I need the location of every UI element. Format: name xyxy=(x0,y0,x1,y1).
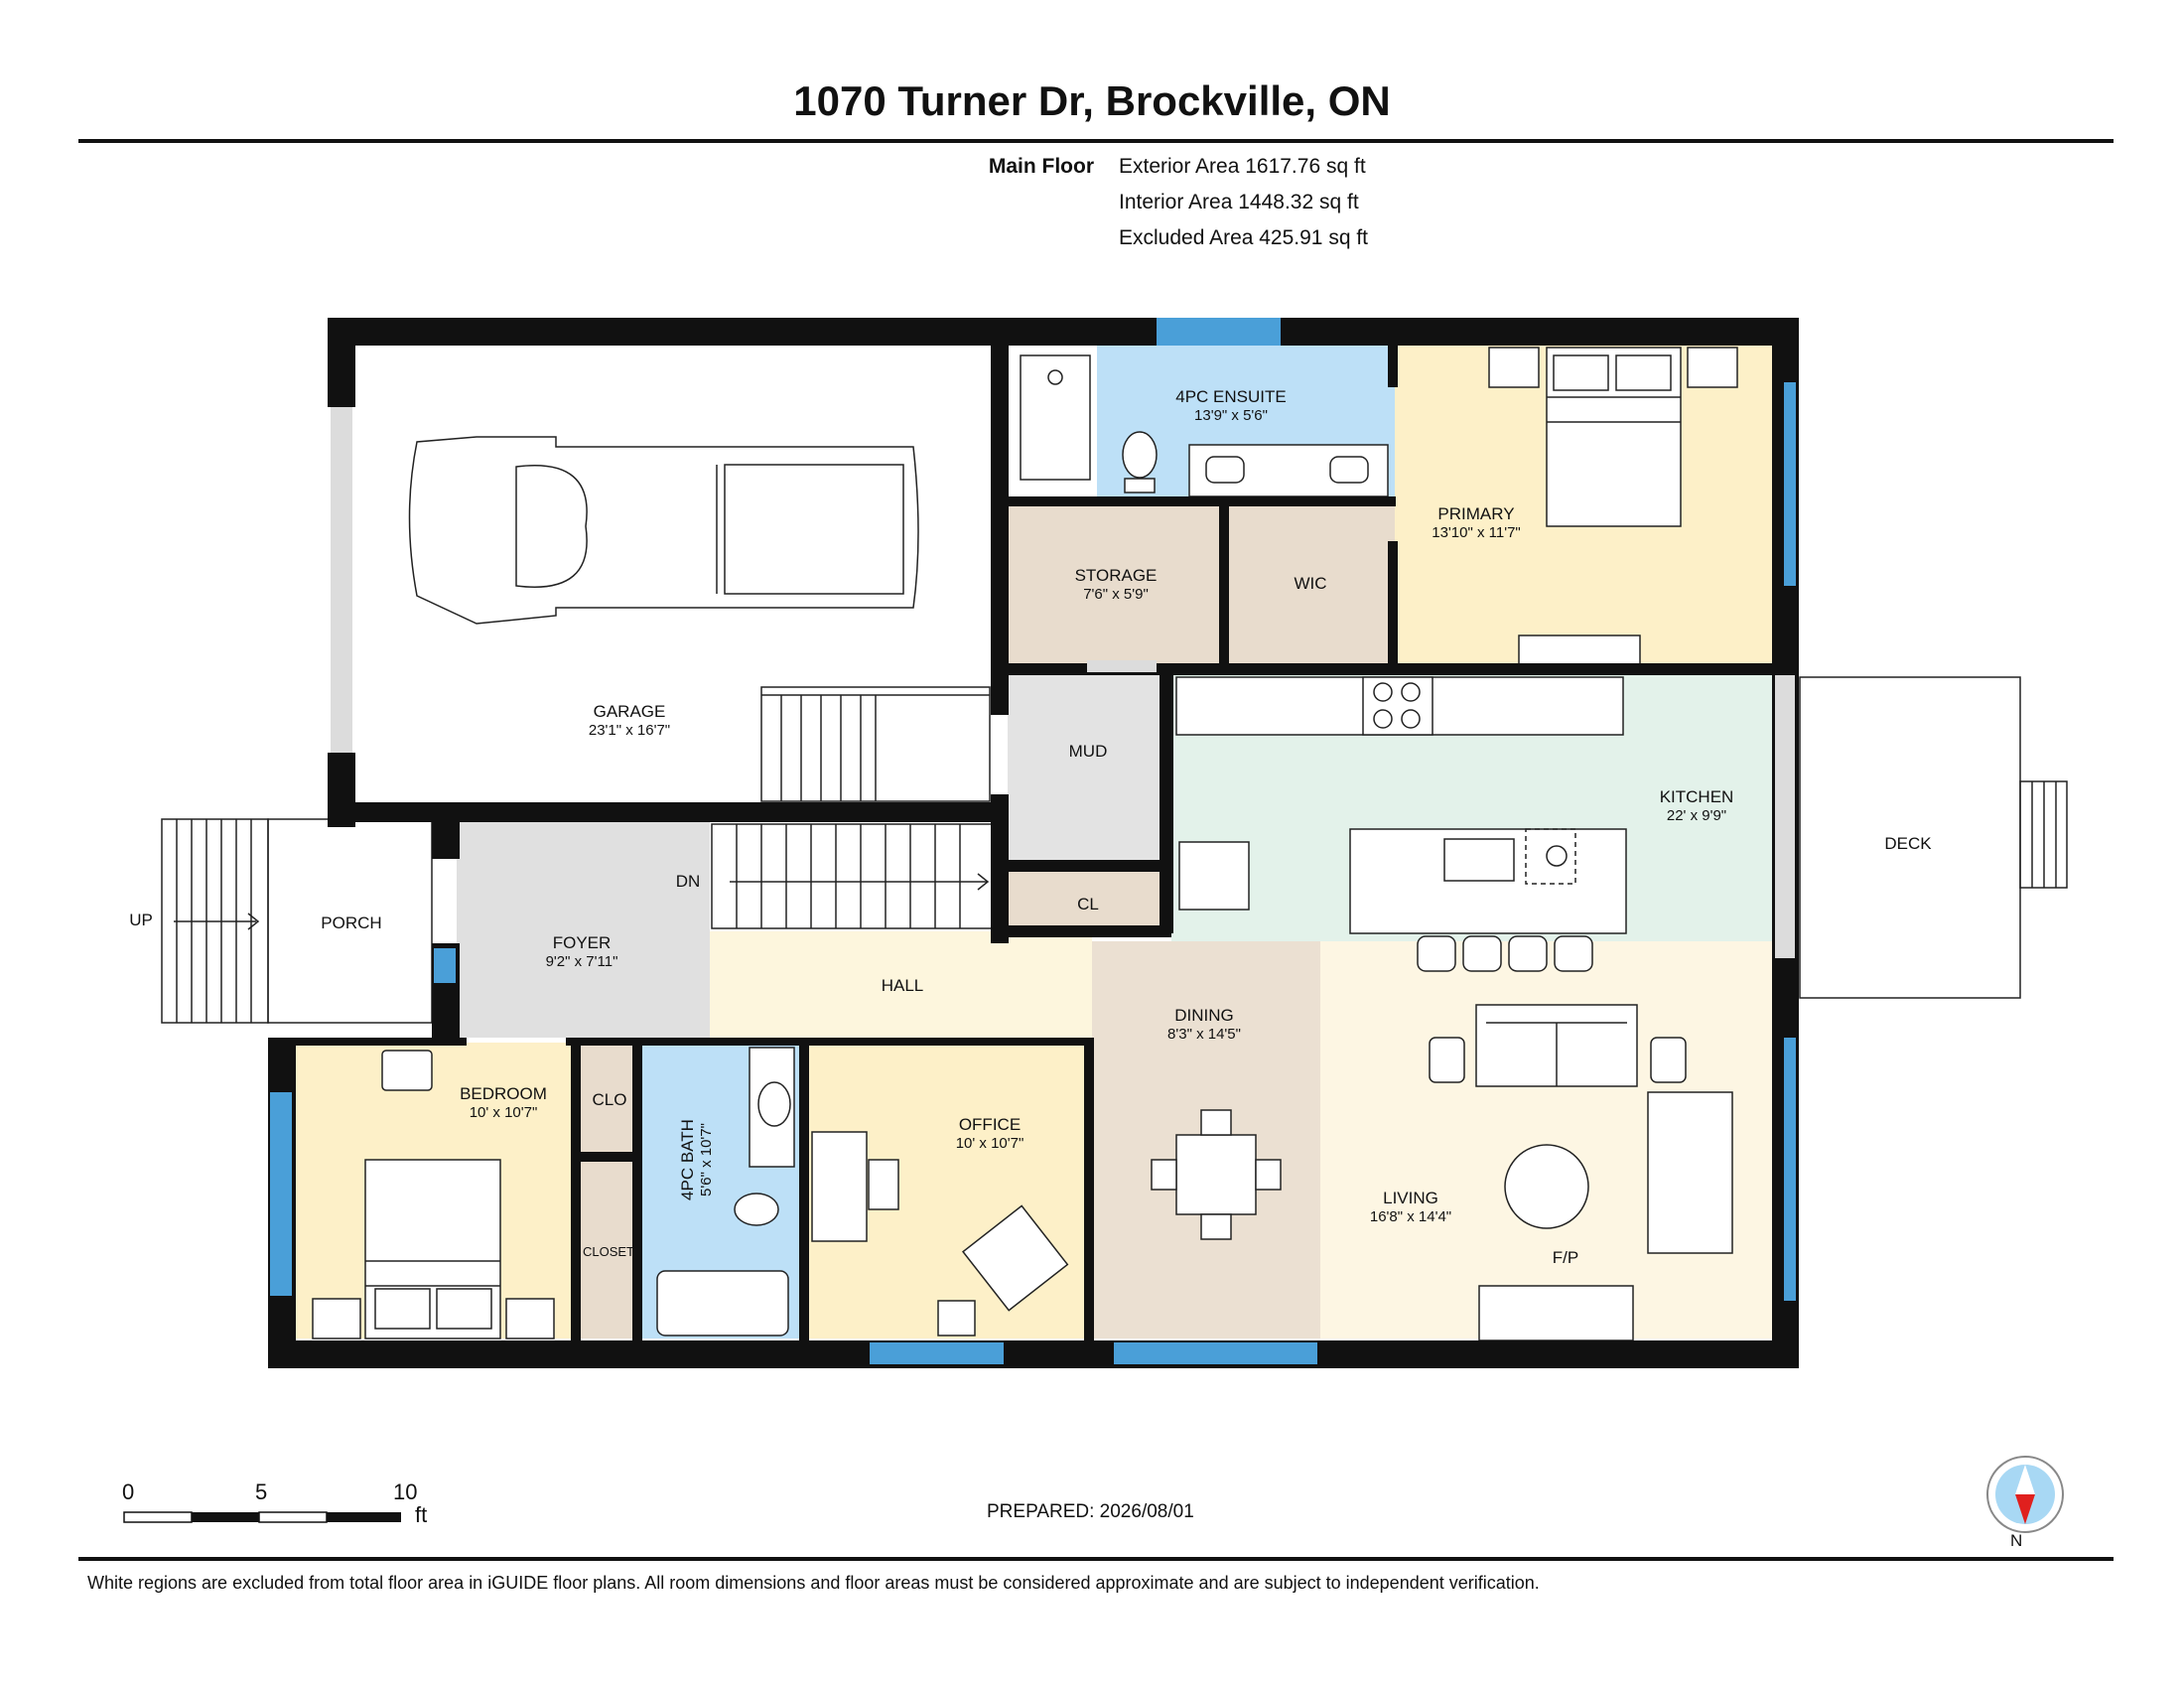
dining-dim: 8'3" x 14'5" xyxy=(1167,1026,1241,1043)
cl-fill xyxy=(1008,872,1166,931)
bedroom-label: BEDROOM xyxy=(460,1084,547,1103)
primary-label: PRIMARY xyxy=(1437,504,1514,523)
storage-fill xyxy=(1008,501,1221,665)
storage-label: STORAGE xyxy=(1075,566,1158,585)
toilet-icon xyxy=(734,1193,779,1226)
wic-fill xyxy=(1226,501,1395,665)
storage-dim: 7'6" x 5'9" xyxy=(1083,586,1149,603)
nightstand-icon xyxy=(312,1298,361,1339)
ensuite-dim: 13'9" x 5'6" xyxy=(1194,407,1268,424)
office-label: OFFICE xyxy=(959,1115,1021,1134)
bath-label: 4PC BATH xyxy=(678,1119,697,1200)
compass-icon xyxy=(1986,1456,2064,1533)
foyer-dim: 9'2" x 7'11" xyxy=(546,953,618,970)
prepared-date: PREPARED: 2026/08/01 xyxy=(987,1501,1194,1522)
hall-label: HALL xyxy=(882,976,924,995)
page-title: 1070 Turner Dr, Brockville, ON xyxy=(793,77,1391,124)
cl-label: CL xyxy=(1077,895,1099,914)
entry-stairs xyxy=(161,818,269,1024)
mud-label: MUD xyxy=(1069,742,1108,761)
floor-name: Main Floor xyxy=(988,155,1094,178)
sofa-icon xyxy=(1647,1091,1733,1254)
closet-fill xyxy=(579,1157,633,1338)
bedroom-dim: 10' x 10'7" xyxy=(470,1104,538,1121)
desk-chair-icon xyxy=(868,1159,899,1210)
clo-fill xyxy=(579,1043,633,1157)
excluded-area: Excluded Area 425.91 sq ft xyxy=(1119,226,1369,249)
nightstand-icon xyxy=(381,1050,433,1091)
dining-table-icon xyxy=(1175,1134,1257,1215)
dn-label: DN xyxy=(676,872,701,891)
office-dim: 10' x 10'7" xyxy=(956,1135,1024,1152)
fridge-icon xyxy=(1178,841,1250,911)
nightstand-icon xyxy=(505,1298,555,1339)
scale-tick-5: 5 xyxy=(255,1479,268,1504)
dining-label: DINING xyxy=(1174,1006,1234,1025)
sink-icon xyxy=(1443,838,1515,882)
mud-fill xyxy=(1008,673,1166,862)
primary-dim: 13'10" x 11'7" xyxy=(1432,524,1521,541)
garage-dim: 23'1" x 16'7" xyxy=(589,722,670,739)
scale-bar xyxy=(123,1511,401,1523)
foyer-fill xyxy=(457,814,710,1038)
porch-label: PORCH xyxy=(321,914,381,932)
scale-tick-10: 10 xyxy=(393,1479,418,1504)
bathtub-icon xyxy=(656,1270,789,1336)
garage-label: GARAGE xyxy=(594,702,666,721)
exterior-structures xyxy=(161,676,2068,1024)
windows xyxy=(270,318,1796,1364)
stool-icon xyxy=(1508,935,1548,972)
cooktop-icon xyxy=(1362,676,1433,736)
up-label: UP xyxy=(129,911,153,929)
foyer-label: FOYER xyxy=(553,933,612,952)
nightstand-icon xyxy=(1687,347,1738,388)
chair-icon xyxy=(1650,1037,1687,1083)
openings xyxy=(331,407,1795,958)
truck-icon xyxy=(408,436,919,625)
kitchen-label: KITCHEN xyxy=(1660,787,1734,806)
compass-label: N xyxy=(2010,1531,2023,1550)
coffee-table-icon xyxy=(1504,1144,1589,1229)
bath-dim: 5'6" x 10'7" xyxy=(698,1123,715,1196)
toilet-icon xyxy=(1122,431,1158,479)
footer-rule xyxy=(78,1557,2114,1561)
desk-icon xyxy=(811,1131,868,1242)
living-dim: 16'8" x 14'4" xyxy=(1370,1208,1451,1225)
living-label: LIVING xyxy=(1383,1189,1438,1207)
header-rule xyxy=(78,139,2114,143)
interior-area: Interior Area 1448.32 sq ft xyxy=(1119,191,1359,213)
chair-icon xyxy=(1429,1037,1465,1083)
stool-icon xyxy=(1462,935,1502,972)
exterior-area: Exterior Area 1617.76 sq ft xyxy=(1119,155,1366,178)
scale-unit: ft xyxy=(415,1502,428,1527)
stool-icon xyxy=(1554,935,1593,972)
fireplace-icon xyxy=(1478,1285,1634,1341)
dresser-icon xyxy=(1518,634,1641,666)
dishwasher-icon xyxy=(1525,828,1576,885)
furniture xyxy=(312,347,1738,1341)
room-fills xyxy=(293,343,1782,1338)
armchair-icon xyxy=(962,1204,1069,1312)
scale-tick-0: 0 xyxy=(122,1479,135,1504)
ensuite-label: 4PC ENSUITE xyxy=(1175,387,1286,406)
clo-label: CLO xyxy=(593,1090,627,1109)
hall-fill xyxy=(710,931,1092,1038)
deck-label: DECK xyxy=(1884,834,1932,853)
nightstand-icon xyxy=(1488,347,1540,388)
wic-label: WIC xyxy=(1294,574,1326,593)
closet-label: CLOSET xyxy=(583,1244,634,1259)
disclaimer: White regions are excluded from total fl… xyxy=(87,1573,1540,1593)
stool-icon xyxy=(1417,935,1456,972)
fp-label: F/P xyxy=(1553,1248,1578,1267)
kitchen-dim: 22' x 9'9" xyxy=(1667,807,1726,824)
room-labels: GARAGE 23'1" x 16'7" 4PC ENSUITE 13'9" x… xyxy=(129,387,1932,1267)
ottoman-icon xyxy=(937,1300,976,1336)
